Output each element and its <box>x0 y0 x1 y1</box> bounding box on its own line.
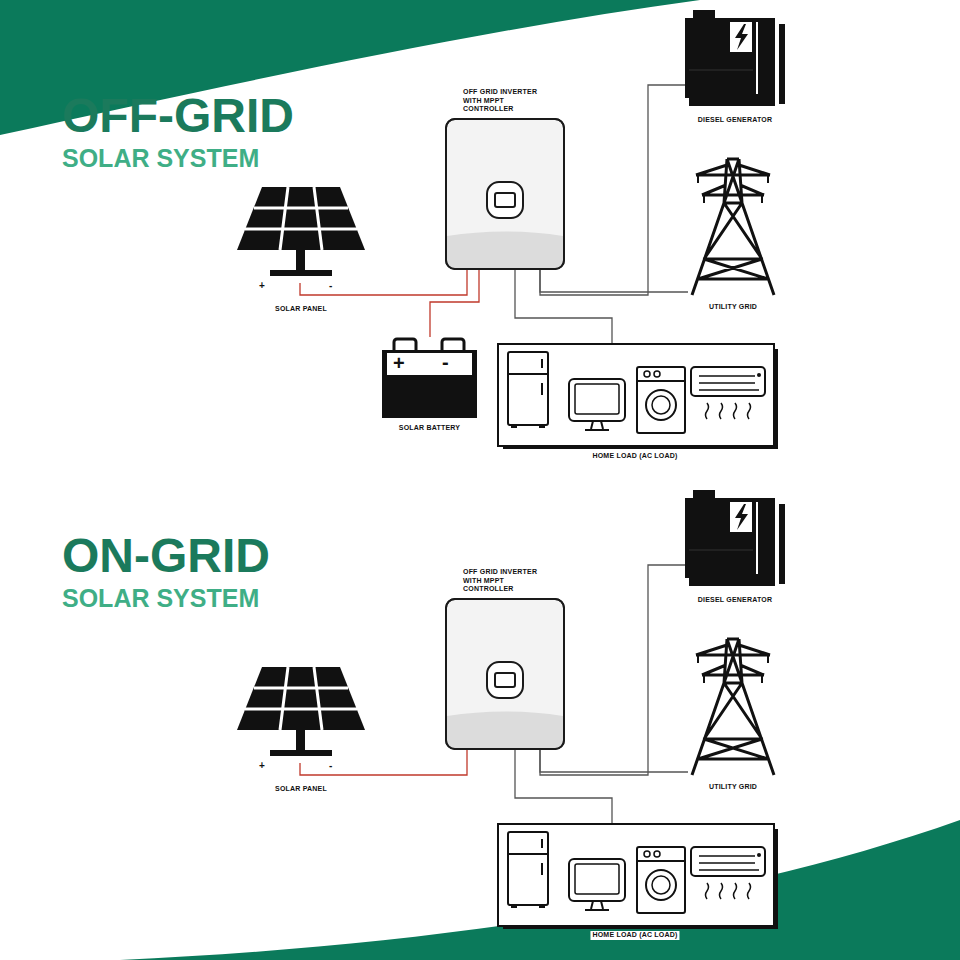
panel-title: OFF-GRID <box>62 92 294 140</box>
inverter-box: OFF GRID INVERTER WITH MPPT CONTROLLER <box>445 598 565 750</box>
panel-drawing <box>237 667 365 756</box>
utility-grid: UTILITY GRID <box>688 155 778 295</box>
panel-subtitle: SOLAR SYSTEM <box>62 146 259 171</box>
battery-drawing <box>382 339 477 418</box>
utility-grid: UTILITY GRID <box>688 635 778 775</box>
wire <box>515 750 612 823</box>
polarity-sign: + <box>259 761 265 771</box>
solar-battery: SOLAR BATTERY <box>382 337 477 418</box>
tower-drawing <box>692 159 774 295</box>
node-label: SOLAR BATTERY <box>397 424 462 433</box>
battery-sign: + <box>393 353 405 373</box>
panel-drawing <box>237 187 365 276</box>
battery-sign: - <box>442 352 449 372</box>
node-label: DIESEL GENERATOR <box>696 596 774 605</box>
wire <box>540 270 688 292</box>
wire <box>300 750 467 775</box>
wire <box>430 270 479 337</box>
generator-drawing <box>685 490 785 586</box>
polarity-sign: + <box>259 281 265 291</box>
diesel-generator: DIESEL GENERATOR <box>685 490 785 590</box>
node-label: OFF GRID INVERTER WITH MPPT CONTROLLER <box>463 568 555 594</box>
polarity-sign: - <box>329 761 332 771</box>
inverter-box: OFF GRID INVERTER WITH MPPT CONTROLLER <box>445 118 565 270</box>
wire <box>540 565 685 775</box>
node-label: SOLAR PANEL <box>273 785 329 794</box>
wire <box>540 85 685 295</box>
inverter-drawing <box>446 119 564 269</box>
home-load-drawing <box>498 824 776 927</box>
green-wave <box>120 820 960 960</box>
home-load-drawing <box>498 344 776 447</box>
node-label: SOLAR PANEL <box>273 305 329 314</box>
diesel-generator: DIESEL GENERATOR <box>685 10 785 110</box>
polarity-sign: - <box>329 281 332 291</box>
panel-subtitle: SOLAR SYSTEM <box>62 586 259 611</box>
node-label: UTILITY GRID <box>707 303 759 312</box>
node-label: HOME LOAD (AC LOAD) <box>590 452 679 461</box>
generator-drawing <box>685 10 785 106</box>
node-label: OFF GRID INVERTER WITH MPPT CONTROLLER <box>463 88 555 114</box>
tower-drawing <box>692 639 774 775</box>
wire <box>300 270 467 295</box>
inverter-drawing <box>446 599 564 749</box>
wire <box>515 270 612 343</box>
solar-panel: SOLAR PANEL <box>237 185 365 283</box>
node-label: UTILITY GRID <box>707 783 759 792</box>
node-label: HOME LOAD (AC LOAD) <box>590 931 679 940</box>
node-label: DIESEL GENERATOR <box>696 116 774 125</box>
panel-title: ON-GRID <box>62 532 270 580</box>
wire <box>540 750 688 772</box>
solar-panel: SOLAR PANEL <box>237 665 365 763</box>
home-load-box: HOME LOAD (AC LOAD) <box>497 343 773 445</box>
home-load-box: HOME LOAD (AC LOAD) <box>497 823 773 925</box>
